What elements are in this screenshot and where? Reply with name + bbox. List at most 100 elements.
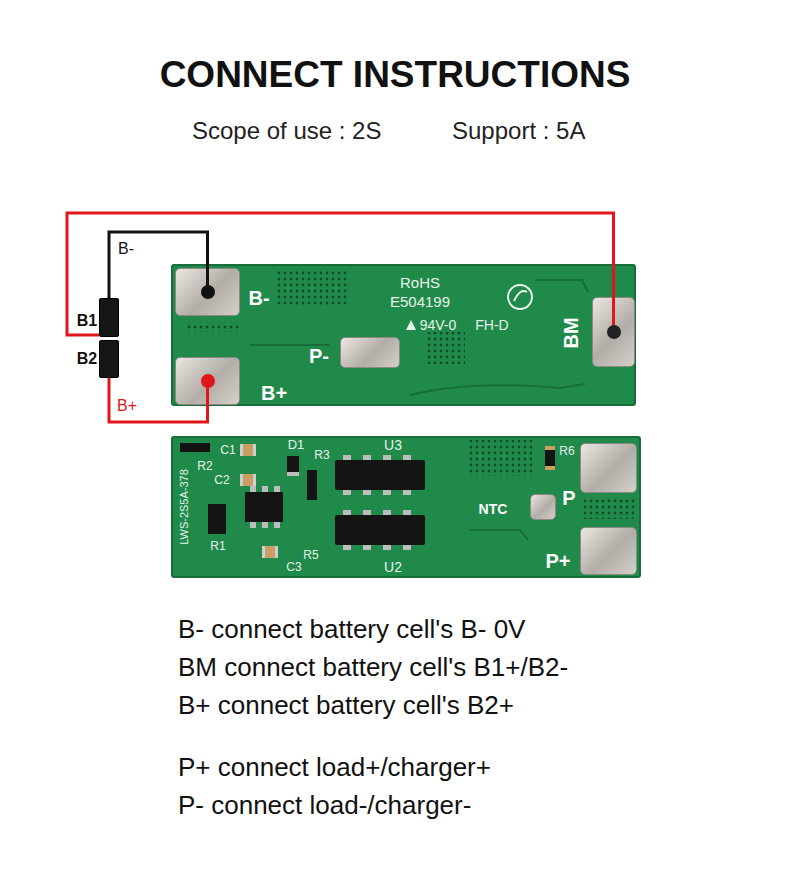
board-detail bbox=[208, 504, 226, 534]
board-detail bbox=[275, 546, 278, 558]
board-detail bbox=[468, 440, 532, 476]
board-detail bbox=[262, 522, 268, 528]
spec-text: Support : 5A bbox=[452, 117, 585, 146]
board-detail bbox=[410, 384, 585, 395]
cell-label: B2 bbox=[77, 349, 97, 368]
wire-label: B+ bbox=[116, 396, 138, 415]
board-detail bbox=[240, 474, 256, 486]
board-detail bbox=[287, 472, 299, 476]
instruction-line: BM connect battery cell's B1+/B2- bbox=[178, 652, 568, 683]
silkscreen-text: 94V-0 bbox=[420, 317, 457, 334]
pad-label: P- bbox=[309, 344, 329, 368]
board-detail bbox=[403, 545, 411, 550]
solder-dot bbox=[201, 285, 215, 299]
part-designator: C3 bbox=[286, 560, 301, 574]
board-detail bbox=[470, 530, 528, 540]
battery-cell: B2 bbox=[99, 340, 119, 378]
solder-pad: P+ bbox=[580, 527, 637, 575]
board-detail bbox=[363, 510, 371, 515]
board-detail bbox=[383, 455, 391, 460]
part-designator: R6 bbox=[559, 444, 574, 458]
board-detail bbox=[275, 271, 350, 305]
wire bbox=[67, 213, 614, 335]
board-detail bbox=[245, 492, 283, 522]
top-board bbox=[172, 265, 635, 405]
part-designator: C2 bbox=[214, 473, 229, 487]
solder-dot bbox=[607, 325, 621, 339]
page-title: CONNECT INSTRUCTIONS bbox=[0, 53, 790, 97]
board-detail bbox=[584, 499, 634, 519]
solder-dot bbox=[201, 374, 215, 388]
board-detail bbox=[343, 455, 351, 460]
board-detail bbox=[508, 285, 532, 309]
solder-pad: BM bbox=[592, 297, 635, 367]
part-designator: R5 bbox=[303, 548, 318, 562]
board-detail bbox=[185, 322, 240, 332]
board-detail bbox=[180, 443, 210, 452]
board-detail bbox=[535, 280, 588, 292]
board-detail bbox=[363, 545, 371, 550]
part-designator: R1 bbox=[210, 539, 225, 553]
board-detail bbox=[250, 522, 256, 528]
board-detail bbox=[545, 466, 555, 470]
spec-text: Scope of use : 2S bbox=[192, 117, 381, 146]
board-detail bbox=[262, 546, 265, 558]
board-detail bbox=[253, 474, 256, 486]
board-detail bbox=[172, 437, 640, 577]
board-detail bbox=[406, 320, 416, 330]
board-detail bbox=[383, 490, 391, 495]
board-detail bbox=[403, 455, 411, 460]
silkscreen-text: FH-D bbox=[475, 317, 508, 334]
silkscreen-text: RoHS bbox=[400, 274, 440, 292]
board-detail bbox=[514, 291, 527, 301]
board-detail bbox=[403, 490, 411, 495]
board-detail bbox=[240, 474, 243, 486]
pad-label: P bbox=[562, 486, 575, 510]
board-detail bbox=[250, 486, 256, 492]
board-detail bbox=[343, 510, 351, 515]
board-detail bbox=[343, 490, 351, 495]
instruction-line: P+ connect load+/charger+ bbox=[178, 752, 491, 783]
board-detail bbox=[274, 522, 280, 528]
board-detail bbox=[240, 444, 256, 456]
solder-pad: NTC bbox=[530, 494, 556, 520]
board-detail bbox=[172, 265, 635, 405]
board-detail bbox=[172, 437, 640, 577]
silkscreen-text: E504199 bbox=[390, 293, 450, 311]
pad-label: BM bbox=[559, 317, 583, 348]
bottom-board bbox=[172, 437, 640, 577]
board-detail bbox=[363, 490, 371, 495]
board-detail bbox=[343, 545, 351, 550]
instruction-line: P- connect load-/charger- bbox=[178, 790, 471, 821]
cell-label: B1 bbox=[77, 311, 97, 330]
part-designator: C1 bbox=[220, 443, 235, 457]
board-code: LWS-2S5A-378 bbox=[178, 469, 191, 545]
board-detail bbox=[545, 446, 555, 470]
pad-label: B+ bbox=[261, 381, 287, 405]
solder-pad: B- bbox=[175, 268, 240, 316]
part-designator: D1 bbox=[288, 437, 305, 453]
board-detail bbox=[403, 510, 411, 515]
board-detail bbox=[262, 486, 268, 492]
part-designator: R3 bbox=[314, 448, 329, 462]
board-detail bbox=[335, 515, 425, 545]
battery-cell: B1 bbox=[99, 298, 119, 337]
board-detail bbox=[274, 486, 280, 492]
solder-pad: P bbox=[580, 443, 637, 493]
board-detail bbox=[240, 444, 243, 456]
pad-label: P+ bbox=[545, 549, 570, 573]
board-detail bbox=[425, 332, 465, 364]
part-designator: U3 bbox=[384, 437, 402, 454]
board-detail bbox=[287, 456, 299, 476]
board-detail bbox=[172, 265, 635, 405]
board-detail bbox=[253, 444, 256, 456]
pad-label: NTC bbox=[479, 501, 508, 518]
instruction-line: B- connect battery cell's B- 0V bbox=[178, 614, 525, 645]
board-detail bbox=[307, 470, 317, 500]
instruction-line: B+ connect battery cell's B2+ bbox=[178, 690, 514, 721]
board-detail bbox=[383, 545, 391, 550]
solder-pad: B+ bbox=[175, 357, 240, 405]
board-detail bbox=[545, 446, 555, 450]
pad-label: B- bbox=[248, 286, 269, 310]
